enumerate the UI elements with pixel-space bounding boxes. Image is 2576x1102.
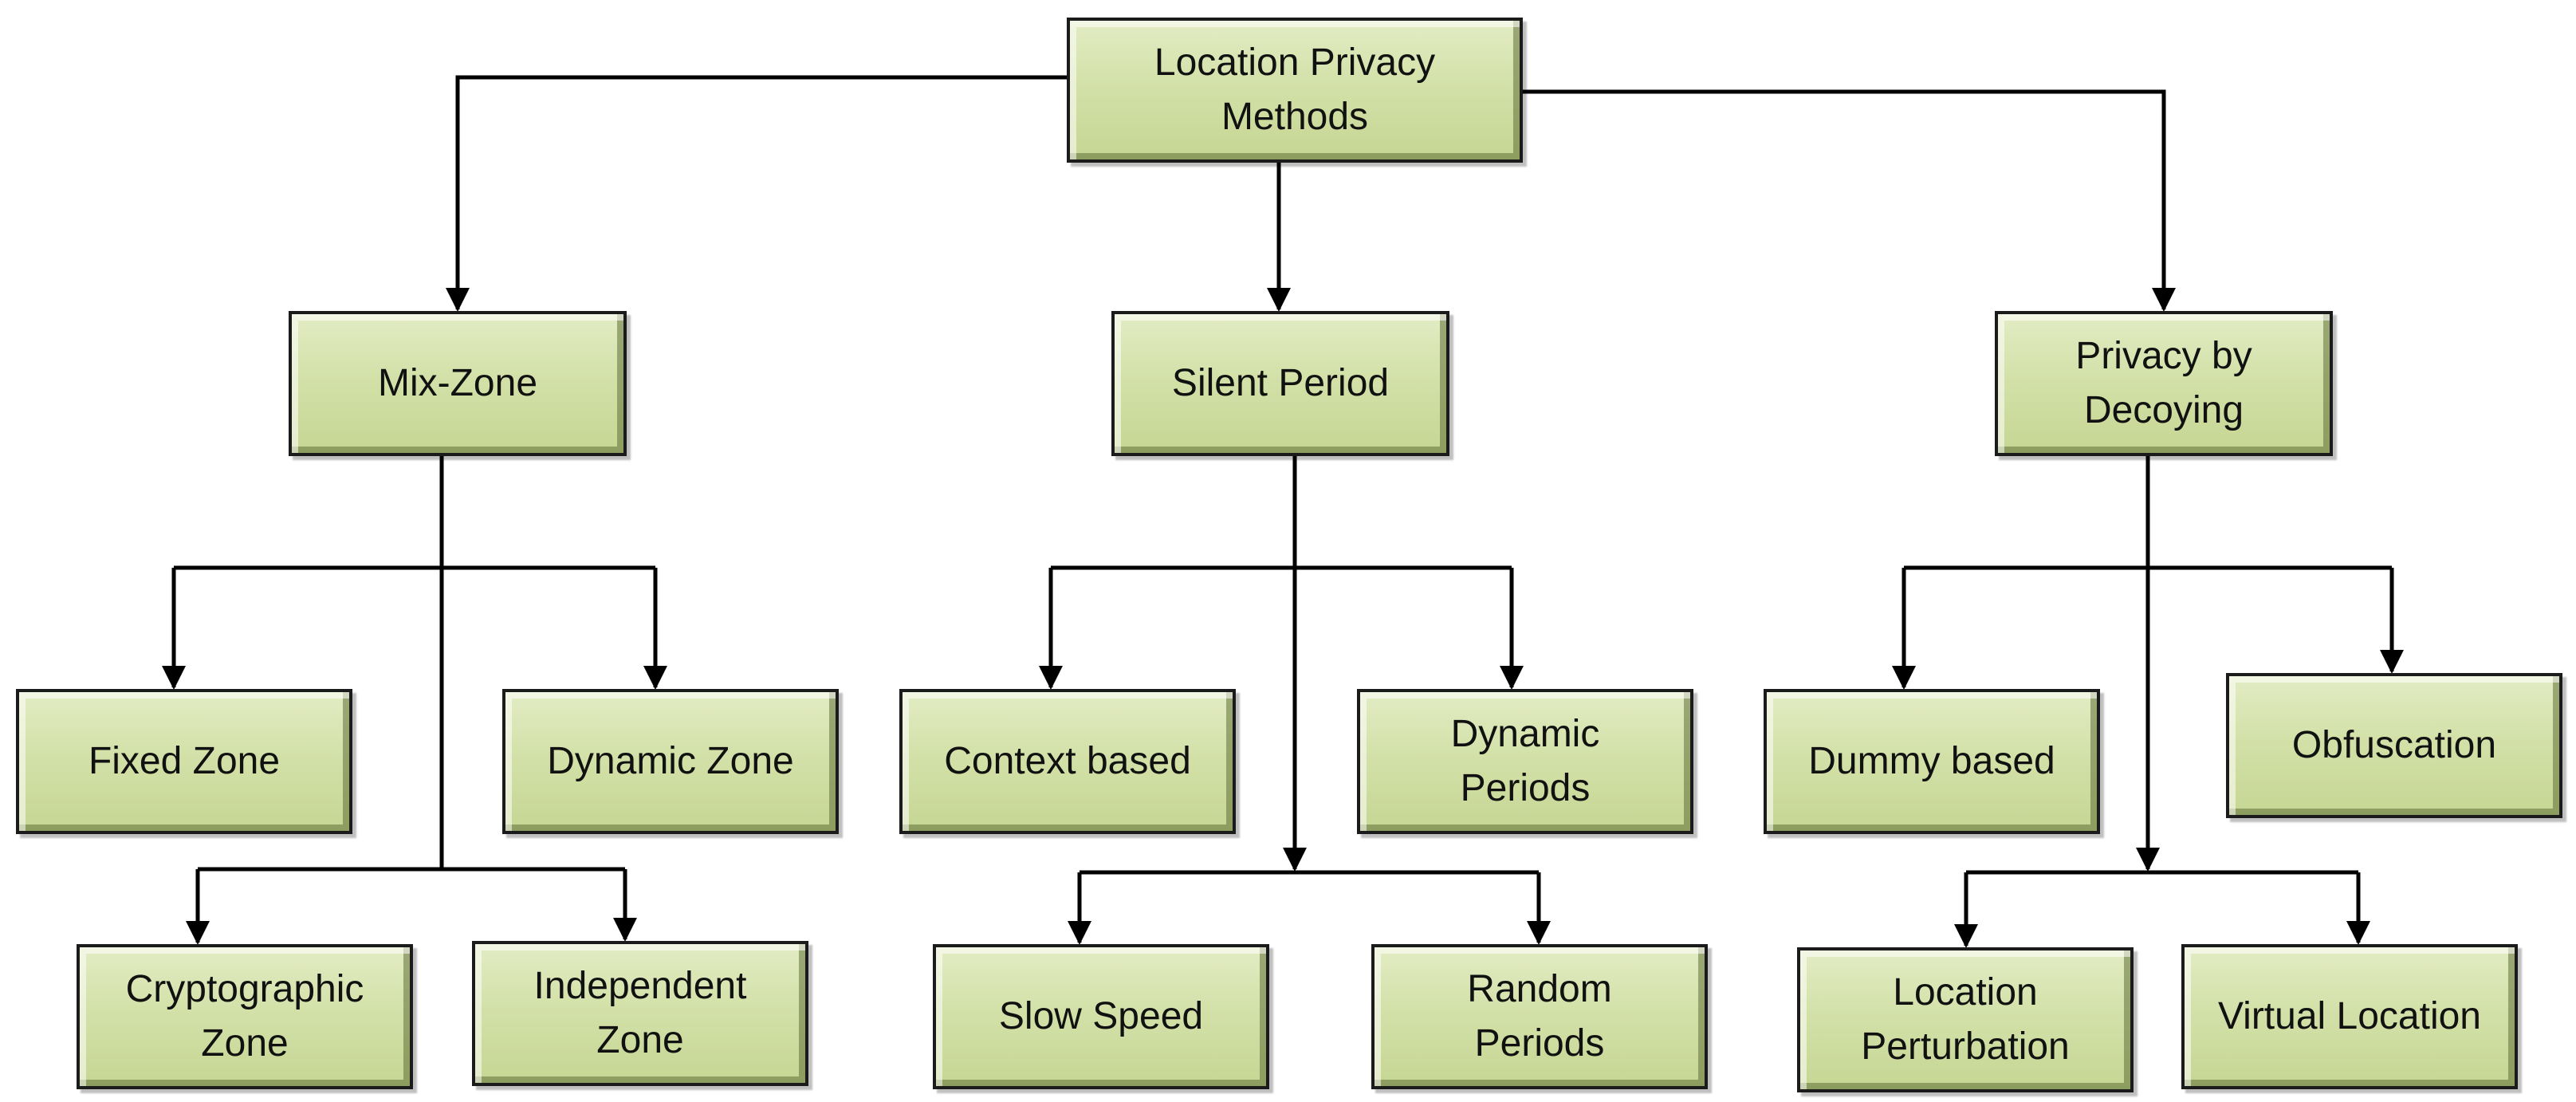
dynamic-periods-label: Dynamic Periods — [1450, 713, 1600, 809]
dynamic-zone-node: Dynamic Zone — [502, 689, 839, 834]
root-node: Location Privacy Methods — [1067, 18, 1523, 163]
cryptographic-zone-label: Cryptographic Zone — [125, 968, 364, 1065]
location-perturbation-label: Location Perturbation — [1861, 971, 2070, 1068]
context-based-label: Context based — [944, 740, 1191, 782]
random-periods-node: Random Periods — [1371, 944, 1708, 1089]
decoying-node: Privacy by Decoying — [1995, 311, 2333, 456]
obfuscation-node: Obfuscation — [2226, 673, 2562, 818]
slow-speed-node: Slow Speed — [933, 944, 1269, 1089]
slow-speed-label: Slow Speed — [998, 995, 1204, 1037]
connector-root-to-mix-zone — [446, 75, 1067, 312]
virtual-location-label: Virtual Location — [2218, 995, 2481, 1037]
dummy-based-node: Dummy based — [1764, 689, 2100, 834]
mix-zone-label: Mix-Zone — [377, 362, 538, 404]
independent-zone-node: Independent Zone — [472, 941, 808, 1086]
fixed-zone-node: Fixed Zone — [16, 689, 352, 834]
root-node-label: Location Privacy Methods — [1154, 41, 1436, 138]
location-perturbation-node: Location Perturbation — [1797, 947, 2134, 1092]
dummy-based-label: Dummy based — [1808, 740, 2055, 782]
connector-root-to-decoying — [1523, 89, 2176, 312]
mix-zone-node: Mix-Zone — [289, 311, 627, 456]
random-periods-label: Random Periods — [1467, 968, 1612, 1065]
dynamic-periods-node: Dynamic Periods — [1357, 689, 1693, 834]
fixed-zone-label: Fixed Zone — [88, 740, 281, 782]
decoying-label: Privacy by Decoying — [2075, 335, 2252, 431]
dynamic-zone-label: Dynamic Zone — [547, 740, 794, 782]
independent-zone-label: Independent Zone — [533, 965, 747, 1061]
obfuscation-label: Obfuscation — [2291, 724, 2497, 766]
context-based-node: Context based — [899, 689, 1236, 834]
silent-period-node: Silent Period — [1111, 311, 1449, 456]
cryptographic-zone-node: Cryptographic Zone — [77, 944, 413, 1089]
silent-period-label: Silent Period — [1171, 362, 1390, 404]
virtual-location-node: Virtual Location — [2181, 944, 2518, 1089]
